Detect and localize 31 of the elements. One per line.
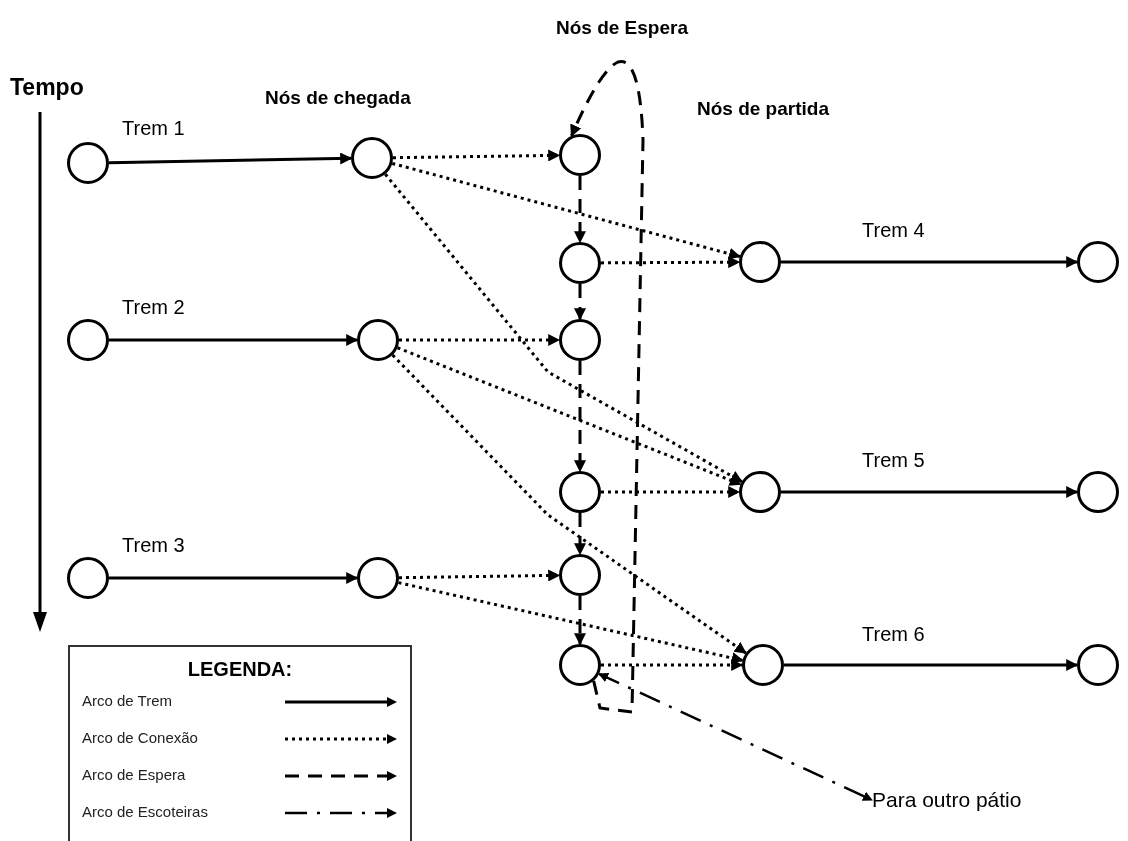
legend-text: Arco de Conexão <box>82 728 198 749</box>
arrow <box>574 284 586 321</box>
legend-text: Arco de Escoteiras <box>82 802 208 823</box>
arrow <box>391 354 747 655</box>
legend-title: LEGENDA: <box>187 657 293 682</box>
heading: Nós de chegada <box>265 86 411 110</box>
legend-text: Arco de Trem <box>82 691 173 712</box>
arrow <box>109 572 359 584</box>
arrow <box>392 149 561 162</box>
arrow <box>398 569 561 582</box>
arrow <box>391 162 741 260</box>
heading: Nós de partida <box>697 97 829 121</box>
destination-text: Para outro pátio <box>872 786 1022 814</box>
arrow <box>574 513 586 556</box>
legend-text: Arco de Espera <box>82 765 186 786</box>
arrow <box>108 152 353 165</box>
arrow <box>398 581 744 664</box>
arrow <box>574 361 586 473</box>
arrow <box>781 486 1079 498</box>
arrow <box>601 659 744 671</box>
arrow <box>574 596 586 646</box>
arrow <box>574 176 586 244</box>
heading: Tempo <box>10 73 84 102</box>
arrow <box>601 256 741 269</box>
arrow <box>781 256 1079 268</box>
arrow <box>601 486 741 498</box>
arrow <box>784 659 1079 671</box>
arrow <box>109 334 359 346</box>
arrow <box>399 334 561 346</box>
heading: Nós de Espera <box>556 16 688 40</box>
arrow <box>570 60 645 714</box>
